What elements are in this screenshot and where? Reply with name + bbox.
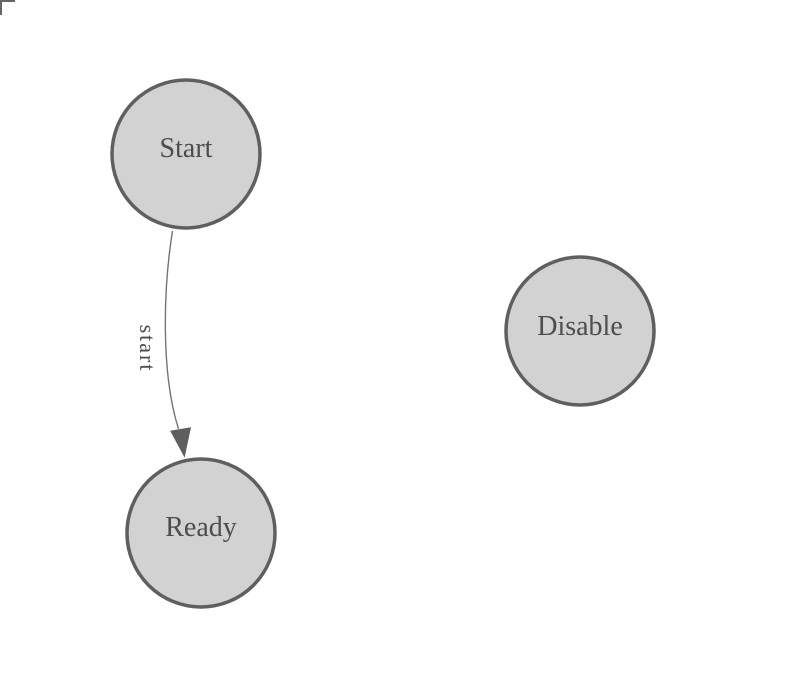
edge-arrowhead-icon bbox=[170, 427, 191, 458]
state-node-disable[interactable]: Disable bbox=[504, 255, 656, 407]
state-node-start[interactable]: Start bbox=[110, 78, 262, 230]
transition-edge-start-to-ready[interactable]: start bbox=[135, 230, 191, 458]
state-circle-ready[interactable] bbox=[125, 457, 277, 609]
edge-path[interactable] bbox=[164, 230, 180, 430]
state-circle-disable[interactable] bbox=[504, 255, 656, 407]
state-circle-start[interactable] bbox=[110, 78, 262, 230]
paper-corner-mark bbox=[0, 0, 15, 15]
edge-label[interactable]: start bbox=[135, 325, 160, 373]
state-node-ready[interactable]: Ready bbox=[125, 457, 277, 609]
